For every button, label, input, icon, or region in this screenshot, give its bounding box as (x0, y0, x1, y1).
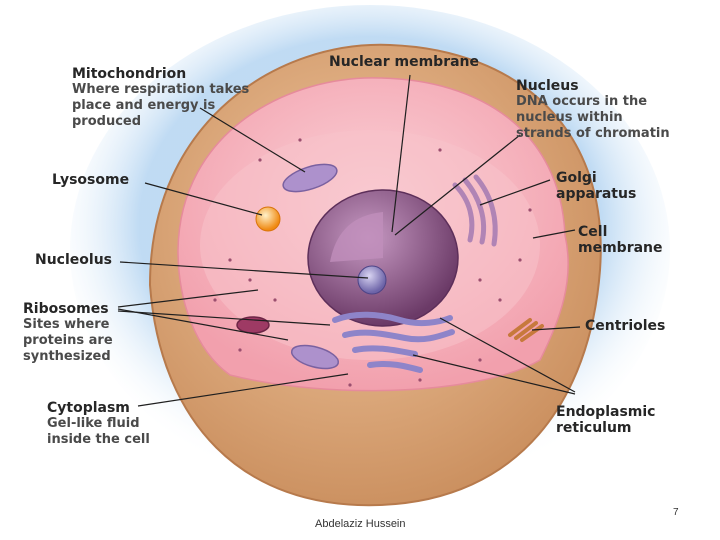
label-cell-membrane: Cell membrane (578, 224, 663, 256)
centrioles-title: Centrioles (585, 318, 666, 334)
nucleolus-title: Nucleolus (35, 252, 112, 268)
mitochondrion-title: Mitochondrion (72, 66, 187, 82)
label-cytoplasm: Cytoplasm Gel-like fluid inside the cell (47, 400, 150, 448)
label-ribosomes: Ribosomes Sites where proteins are synth… (23, 301, 113, 365)
golgi-shape (452, 174, 498, 247)
mitochondrion-desc-2: place and energy is (72, 98, 216, 113)
nucleus-desc-2: nucleus within (516, 110, 623, 125)
label-nuclear-membrane: Nuclear membrane (329, 54, 479, 70)
cell-membrane-title-1: Cell (578, 224, 608, 240)
mitochondrion-desc-1: Where respiration takes (72, 82, 250, 97)
leader-golgi (479, 179, 551, 206)
leader-lysosome (144, 182, 263, 216)
er-title-1: Endoplasmic (556, 404, 656, 420)
golgi-title-1: Golgi (556, 170, 597, 186)
lysosome-shape (255, 206, 281, 232)
nucleolus-shape (357, 265, 387, 295)
er-shape (332, 311, 455, 373)
label-golgi: Golgi apparatus (556, 170, 636, 202)
leader-nucleolus (119, 261, 369, 279)
ribosomes-desc-1: Sites where (23, 317, 110, 332)
cytoplasm-desc-1: Gel-like fluid (47, 416, 140, 431)
leader-er-1 (439, 317, 576, 393)
nucleus-cutaway (330, 212, 383, 262)
label-nucleolus: Nucleolus (35, 252, 112, 268)
label-er: Endoplasmic reticulum (556, 404, 655, 436)
label-lysosome: Lysosome (52, 172, 129, 188)
leader-ribosomes-1 (117, 289, 259, 308)
footer-author: Abdelaziz Hussein (315, 518, 406, 530)
label-centrioles: Centrioles (585, 318, 665, 334)
leader-nuclear-membrane (391, 74, 411, 233)
mitochondrion-shape (282, 163, 338, 193)
nuclear-membrane-title: Nuclear membrane (329, 54, 480, 70)
ribosome-dots (213, 138, 532, 387)
label-mitochondrion: Mitochondrion Where respiration takes pl… (72, 66, 249, 130)
nucleus-title: Nucleus (516, 78, 579, 94)
leader-nucleus (394, 134, 521, 236)
cytoplasm-desc-2: inside the cell (47, 432, 150, 447)
nucleus-desc-1: DNA occurs in the (516, 94, 648, 109)
label-nucleus: Nucleus DNA occurs in the nucleus within… (516, 78, 670, 142)
golgi-title-2: apparatus (556, 186, 637, 202)
leader-lines (117, 74, 581, 407)
leader-cell-membrane (532, 229, 576, 239)
leader-centrioles (531, 326, 581, 331)
leader-ribosomes-3 (117, 310, 331, 326)
leader-cytoplasm (137, 373, 349, 407)
er-title-2: reticulum (556, 420, 632, 436)
page-number: 7 (673, 507, 679, 518)
centrioles-shape (508, 318, 544, 342)
leader-mitochondrion (199, 107, 306, 173)
cell-membrane-title-2: membrane (578, 240, 663, 256)
mitochondrion-shape-2 (290, 344, 340, 370)
nucleus-desc-3: strands of chromatin (516, 126, 670, 141)
lysosome-title: Lysosome (52, 172, 130, 188)
cytoplasm-title: Cytoplasm (47, 400, 130, 416)
ribosomes-desc-3: synthesized (23, 349, 111, 364)
mitochondrion-desc-3: produced (72, 114, 142, 129)
leader-ribosomes-2 (117, 308, 289, 341)
ribosomes-title: Ribosomes (23, 301, 109, 317)
ribosomes-desc-2: proteins are (23, 333, 113, 348)
leader-er-2 (412, 354, 576, 395)
